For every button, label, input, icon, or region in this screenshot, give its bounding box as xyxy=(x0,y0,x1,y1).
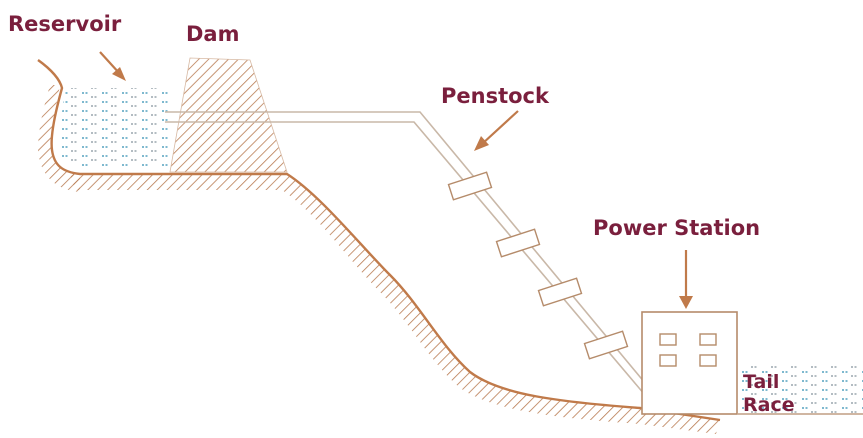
power-station-arrow-icon xyxy=(679,250,693,309)
hatch-band-hill xyxy=(70,174,720,434)
hatch-band-reservoir-wall xyxy=(38,85,80,192)
penstock-label: Penstock xyxy=(441,84,549,108)
hillside-hatching xyxy=(38,85,720,434)
penstock-pipe xyxy=(165,111,656,396)
penstock-arrow-icon xyxy=(474,110,519,151)
power-station-label: Power Station xyxy=(593,216,761,240)
ground-line xyxy=(37,59,721,422)
tail-race-water xyxy=(738,364,863,416)
reservoir-water xyxy=(59,88,170,168)
reservoir-label: Reservoir xyxy=(8,12,122,36)
tail-race-label-line2: Race xyxy=(743,394,795,416)
power-station xyxy=(641,311,738,415)
tail-race-label-line1: Tail xyxy=(743,371,780,393)
anchor-block xyxy=(537,277,583,307)
reservoir-arrow-icon xyxy=(99,51,126,81)
anchor-block xyxy=(495,228,541,258)
dam-label: Dam xyxy=(186,22,240,46)
station-windows xyxy=(659,333,717,367)
dam-body xyxy=(169,57,288,173)
anchor-block xyxy=(583,330,629,360)
label-arrows xyxy=(99,51,693,309)
anchor-block xyxy=(447,171,493,201)
penstock-anchors xyxy=(447,171,629,360)
